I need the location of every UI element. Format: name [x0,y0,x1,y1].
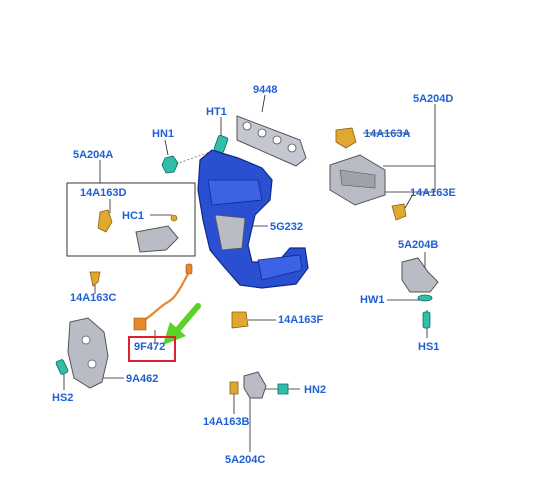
label-hs1[interactable]: HS1 [418,341,440,353]
pointer-arrow [163,303,201,345]
label-ht1[interactable]: HT1 [206,106,227,118]
label-14a163c[interactable]: 14A163C [70,292,117,304]
stud-ht1 [213,134,229,154]
clip-14a163c [89,271,101,287]
bracket-5a204b [401,257,439,329]
highlight-box [128,336,176,362]
bracket-5a204d [329,127,407,221]
label-5a204b[interactable]: 5A204B [398,239,439,251]
oxygen-sensor [133,263,193,331]
label-5a204d[interactable]: 5A204D [413,93,454,105]
label-14a163a[interactable]: 14A163A [364,128,411,140]
catalytic-converter [197,149,309,289]
assembly-group-box [66,182,196,257]
bracket-14a163d [97,209,179,253]
label-14a163b[interactable]: 14A163B [203,416,250,428]
clip-14a163f [231,311,249,329]
label-hc1[interactable]: HC1 [122,210,145,222]
label-hn2[interactable]: HN2 [304,384,327,396]
label-14a163f[interactable]: 14A163F [278,314,324,326]
label-5g232[interactable]: 5G232 [270,221,304,233]
nut-hn1 [161,151,211,174]
manifold-gasket [236,115,307,167]
heat-shield [55,317,109,389]
label-14a163e[interactable]: 14A163E [410,187,456,199]
label-hs2[interactable]: HS2 [52,392,74,404]
label-5a204a[interactable]: 5A204A [73,149,114,161]
label-9f472[interactable]: 9F472 [134,341,166,353]
label-14a163d[interactable]: 14A163D [80,187,127,199]
label-9a462[interactable]: 9A462 [126,373,159,385]
label-hw1[interactable]: HW1 [360,294,385,306]
label-9448[interactable]: 9448 [253,84,278,96]
label-5a204c[interactable]: 5A204C [225,454,266,466]
label-hn1[interactable]: HN1 [152,128,175,140]
bracket-5a204c [229,371,289,399]
